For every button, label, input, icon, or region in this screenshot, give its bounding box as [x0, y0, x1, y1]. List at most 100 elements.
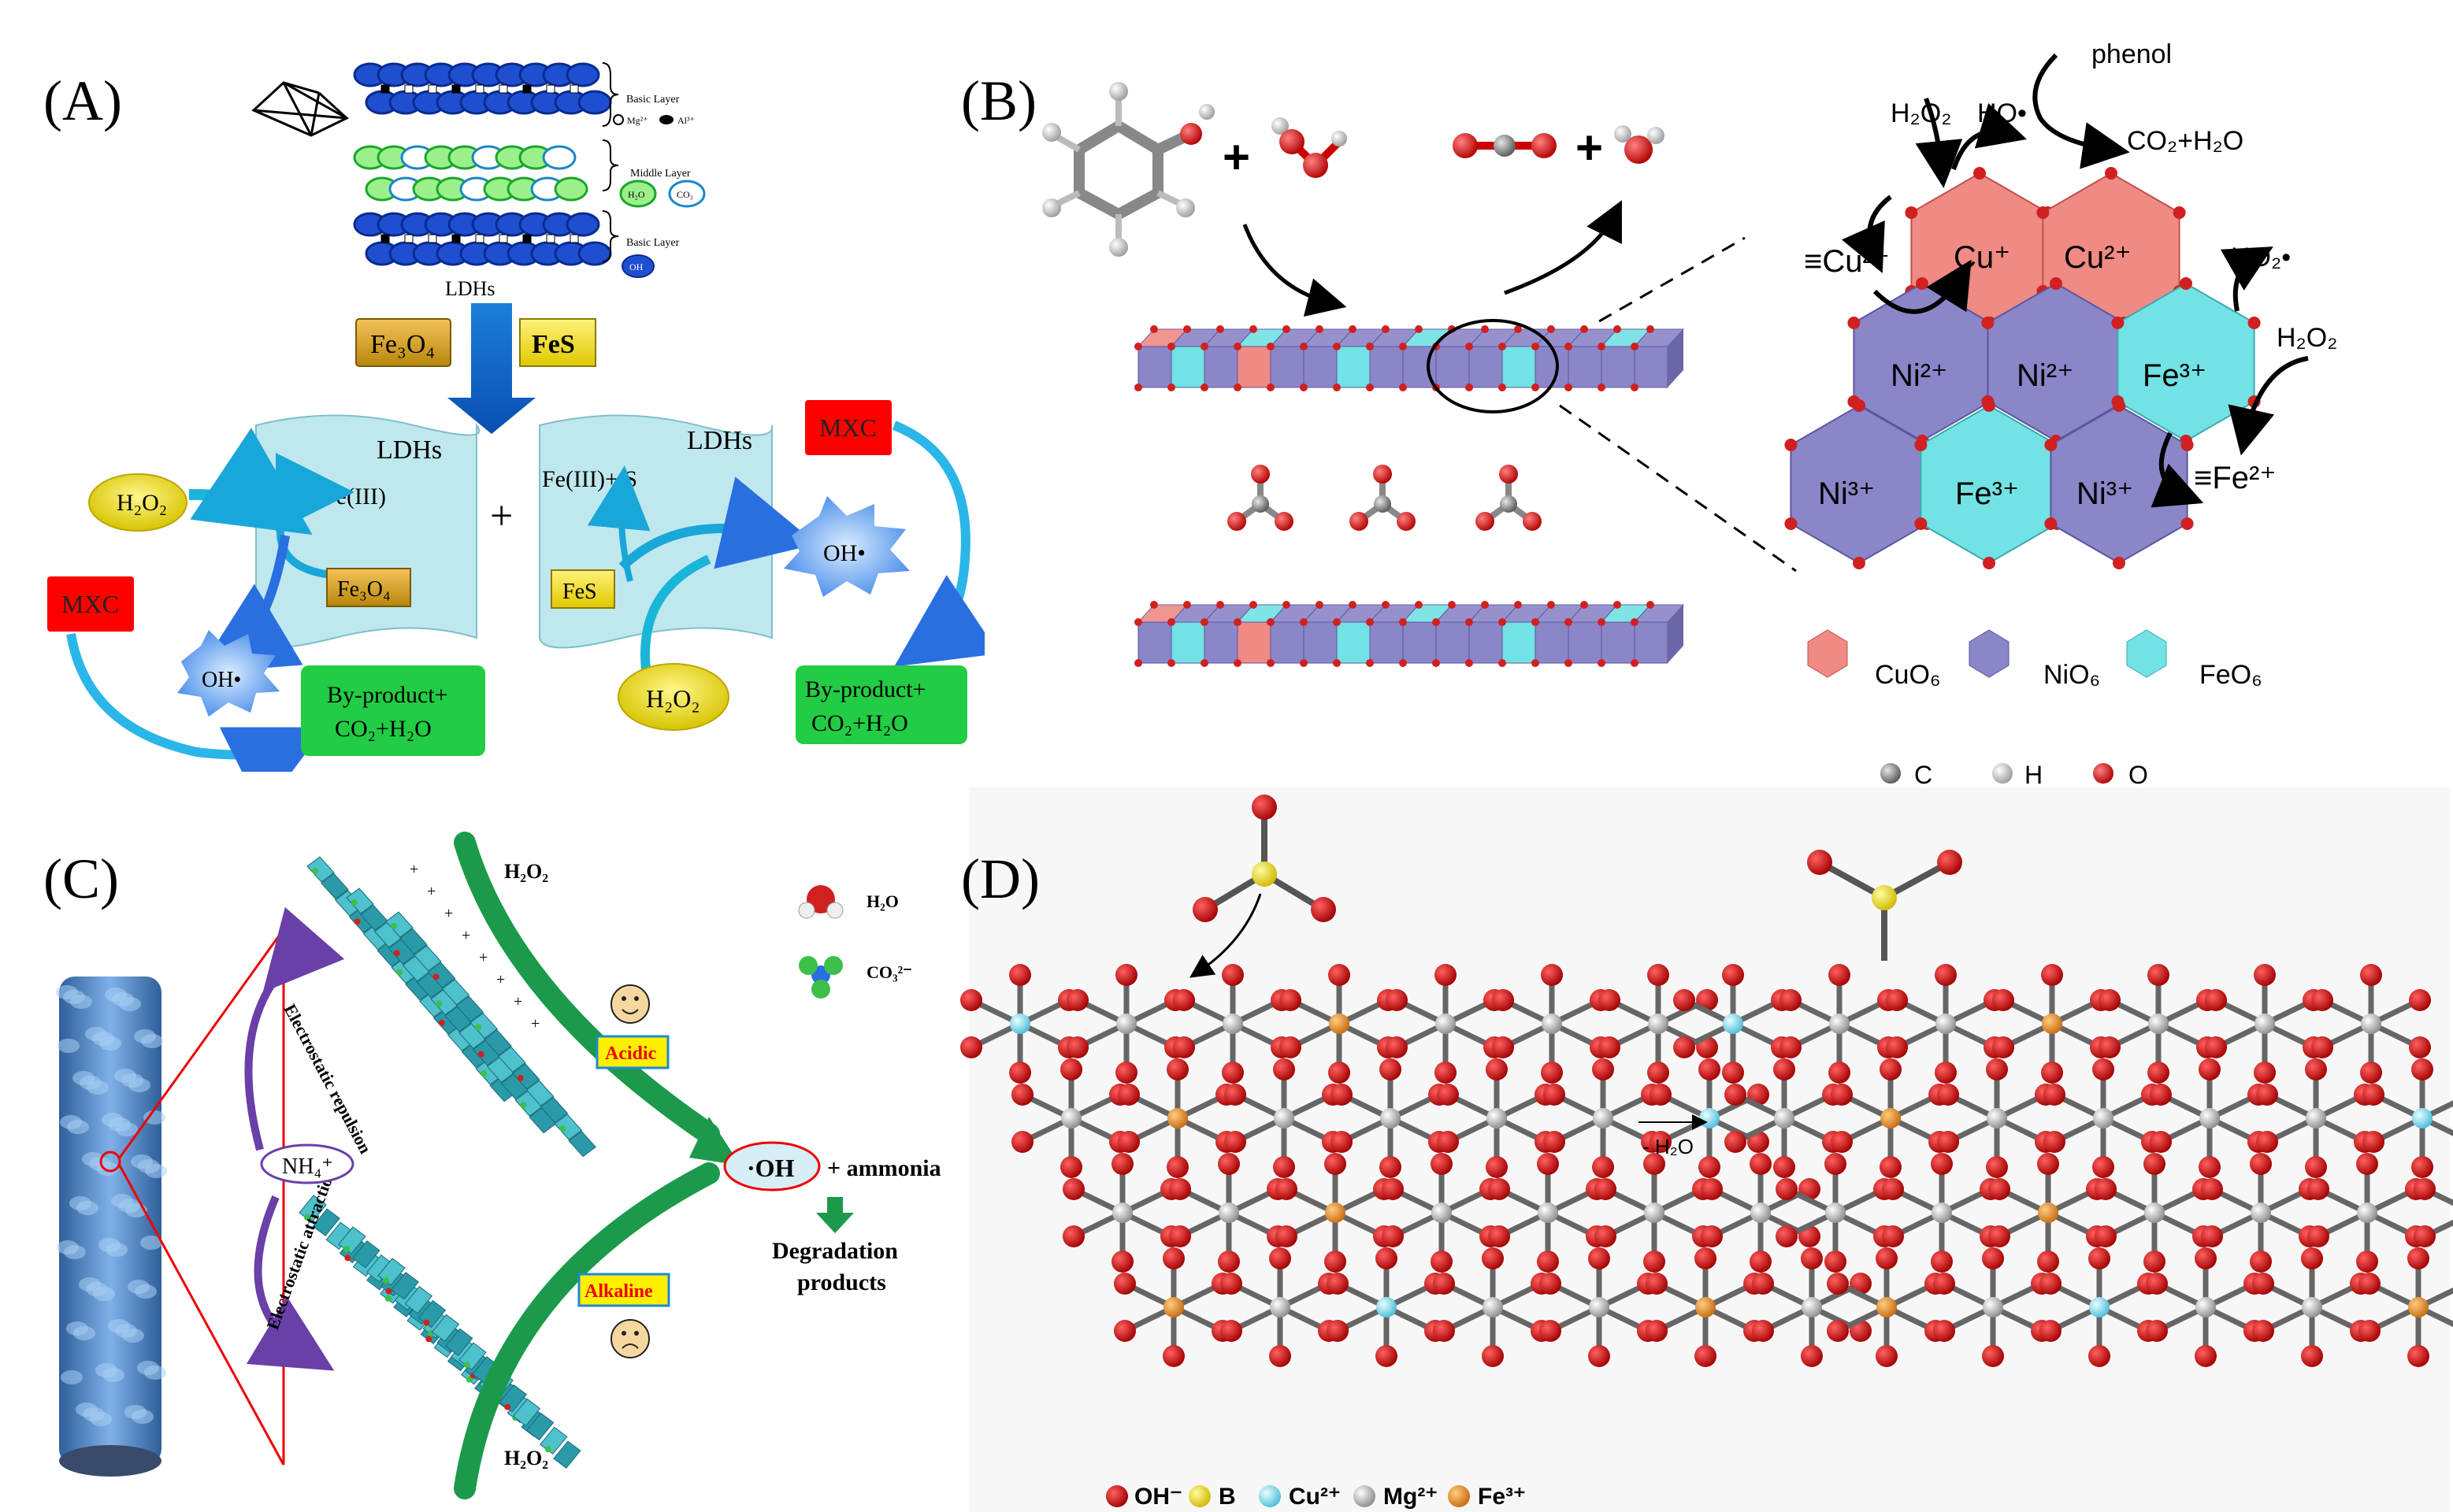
rod-texture-bump — [122, 1329, 144, 1343]
oh-atom — [1588, 1247, 1610, 1269]
cu-atom — [2089, 1297, 2110, 1317]
borate-attach-arrow — [1189, 893, 1262, 978]
o-atom — [1399, 618, 1407, 626]
mg-atom — [1542, 1014, 1562, 1034]
oh-atom — [1646, 1320, 1668, 1342]
octahedron-face — [1137, 621, 1172, 664]
mg-atom — [2357, 1203, 2377, 1223]
octahedron-face — [1270, 621, 1304, 664]
oh-atom — [1673, 989, 1695, 1011]
legend-oh-ball: OH — [629, 261, 644, 272]
ldh-sheet-tile — [484, 1029, 512, 1056]
oh-atom — [2146, 1273, 2168, 1295]
slab-side — [1668, 329, 1683, 387]
smile-face-icon — [610, 984, 650, 1024]
o-atom — [1234, 618, 1241, 626]
oh-atom — [1646, 1273, 1668, 1295]
oh-atom — [1801, 1345, 1823, 1367]
oh-atom — [1488, 1225, 1510, 1247]
byproduct-left — [301, 665, 485, 756]
ldh-ball — [577, 90, 612, 115]
plus-sign: + — [490, 494, 513, 539]
h2o2-right-blob — [618, 663, 729, 731]
plus-1: + — [1223, 131, 1250, 183]
mg-atom — [1774, 1108, 1794, 1128]
legend-oh: OH⁻ — [1134, 1484, 1182, 1510]
octahedron-face — [1568, 346, 1602, 388]
o-atom — [1167, 618, 1175, 626]
oh-atom — [2199, 1058, 2221, 1080]
fe-atom — [2408, 1297, 2429, 1317]
oh-atom — [2356, 1251, 2378, 1273]
fe3-text: Fe(III) — [323, 484, 386, 510]
oh-atom — [1982, 1345, 2004, 1367]
interlayer-ion — [559, 1125, 566, 1132]
oh-atom — [2041, 1062, 2063, 1084]
oh-atom — [2146, 1320, 2168, 1342]
rod-texture-bump — [73, 1326, 95, 1340]
cu-2plus-label: Cu²⁺ — [2064, 240, 2132, 275]
ldh-sheet-tile — [553, 1440, 581, 1469]
mxc-right-text: MXC — [819, 413, 877, 442]
oh-atom — [1327, 1320, 1349, 1342]
oh-atom — [2092, 1058, 2114, 1080]
oh-atom — [1328, 1062, 1350, 1084]
o-atom — [1465, 659, 1473, 667]
oh-atom — [1275, 1225, 1297, 1247]
oh-atom — [1433, 1320, 1455, 1342]
fe3-s-text: Fe(III)+ S — [542, 466, 637, 492]
legend-o: O — [2128, 761, 2148, 788]
oh-atom — [2356, 1153, 2378, 1175]
plus-charge: + — [444, 905, 453, 922]
oh-atom — [1722, 964, 1744, 986]
o-atom — [1382, 601, 1390, 609]
mg-atom — [1829, 1014, 1850, 1034]
o-atom — [1216, 325, 1224, 333]
oh-atom — [1273, 1156, 1295, 1178]
o-atom — [2180, 517, 2194, 530]
oh-atom — [2256, 1131, 2278, 1153]
mg-ion-dot — [613, 114, 624, 125]
octahedron-face — [1601, 346, 1635, 388]
oh-atom — [1431, 1251, 1453, 1273]
h2o-molecule — [1614, 125, 1664, 164]
oh-atom — [1935, 1062, 1957, 1084]
mg-atom — [2251, 1203, 2271, 1223]
ldh-layer-structure — [353, 62, 612, 266]
mg-atom — [2093, 1108, 2113, 1128]
oh-atom — [1673, 1036, 1695, 1058]
fe-atom — [1167, 1108, 1188, 1128]
octahedron-face — [1204, 621, 1238, 664]
oh-atom — [1433, 1273, 1455, 1295]
o-atom — [1366, 618, 1374, 626]
o-atom — [1333, 343, 1341, 350]
o-atom — [1983, 557, 1995, 569]
carbonate-icon — [799, 956, 843, 999]
o-atom — [2180, 439, 2194, 451]
o-atom — [1916, 277, 1928, 290]
nanorod — [56, 976, 167, 1477]
alkaline-text: Alkaline — [584, 1281, 653, 1302]
oh-atom — [2150, 1131, 2172, 1153]
o-atom — [2180, 277, 2192, 290]
o-atom — [1150, 601, 1158, 609]
byproduct-left-line2: CO₂+H₂O — [335, 716, 432, 742]
interlayer-ion — [432, 973, 440, 980]
oh-atom — [1937, 1131, 1959, 1153]
panel-b: (B) + + H₂O₂ HO• phenol CO₂+H₂O ≡Cu²⁺ Cu… — [961, 39, 2337, 788]
mg-atom — [1380, 1108, 1401, 1128]
oh-atom — [2041, 964, 2063, 986]
ldh-sheet-tile — [399, 928, 428, 955]
o-atom — [1465, 618, 1473, 626]
plus-charge: + — [479, 949, 488, 966]
ldh-sheet-tile — [469, 1012, 498, 1040]
rod-texture-bump — [106, 1243, 128, 1257]
oh-atom — [2043, 1084, 2065, 1106]
interlayer-ion — [520, 1102, 527, 1109]
oh-atom — [2205, 1036, 2227, 1058]
o-atom — [1564, 343, 1572, 350]
oh-atom — [1009, 1062, 1031, 1084]
mxc-left-text: MXC — [61, 590, 119, 618]
o-atom — [1580, 601, 1588, 609]
oh-atom — [1880, 1058, 1902, 1080]
